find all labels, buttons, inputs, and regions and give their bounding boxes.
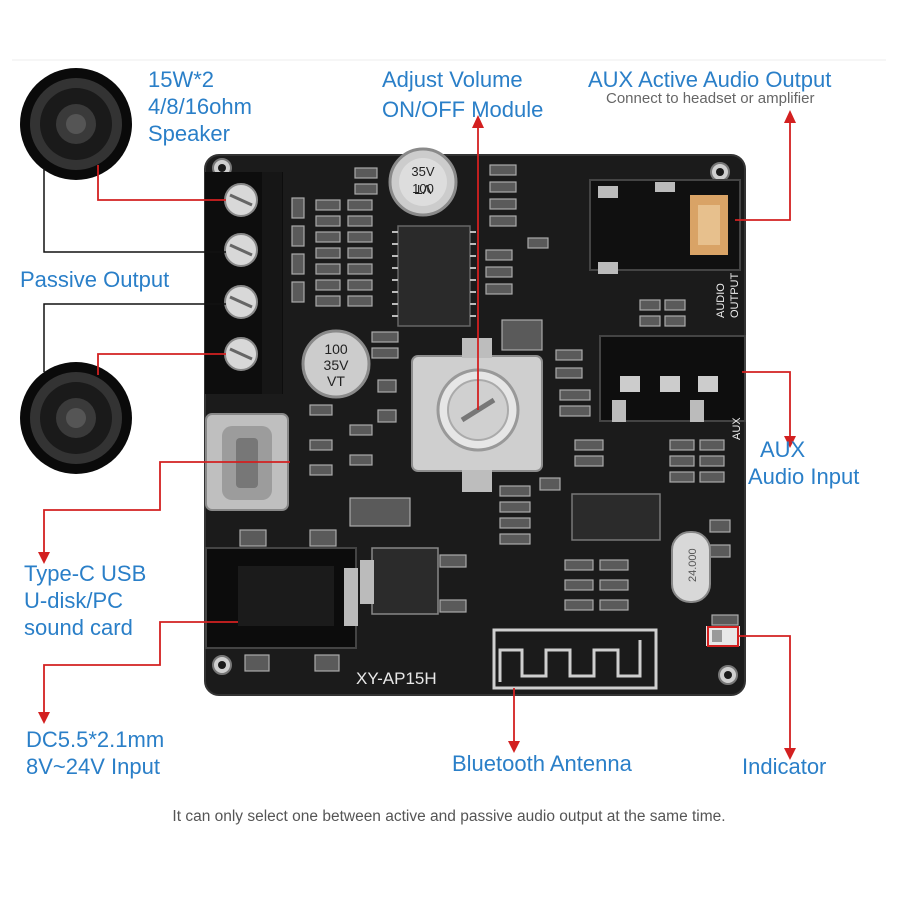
volume-label: Adjust Volume ON/OFF Module (382, 66, 543, 123)
aux-output-jack (589, 179, 741, 274)
aux-silk: AUX (731, 417, 743, 440)
bluetooth-antenna-trace (492, 628, 658, 690)
cap-small-label-0: 100 (324, 341, 348, 357)
usb-line-2: U-disk/PC (24, 588, 124, 613)
speaker-top-icon (20, 68, 132, 180)
audio-output-silk-1: OUTPUT (729, 273, 741, 319)
indicator-led (706, 626, 740, 647)
capacitor-small (301, 329, 371, 399)
usb-line-1: Type-C USB (24, 561, 147, 586)
speaker-terminal-block (205, 172, 283, 394)
bluetooth-antenna-label: Bluetooth Antenna (452, 751, 632, 776)
dc-line-1: DC5.5*2.1mm (26, 727, 165, 752)
pointer-lines (43, 120, 791, 752)
crystal-oscillator (671, 531, 711, 603)
cap-top-label-2: 100 (412, 181, 434, 196)
cap-top-label-1: 35V (411, 164, 434, 179)
aux-input-label: AUX Audio Input (748, 436, 859, 490)
cap-small-label-2: VT (327, 373, 345, 389)
speaker-spec-line-1: 15W*2 (148, 67, 215, 92)
speaker-spec-line-2: 4/8/16ohm (148, 94, 252, 119)
bluetooth-chip (571, 493, 661, 541)
volume-line-2: ON/OFF Module (382, 97, 544, 122)
dc-input-label: DC5.5*2.1mm 8V~24V Input (26, 726, 164, 780)
cap-small-label-1: 35V (324, 357, 350, 373)
dc-barrel-jack (205, 547, 358, 649)
aux-input-line-1: AUX (760, 437, 806, 462)
amplifier-ic (392, 225, 476, 327)
voltage-regulator (360, 547, 439, 615)
volume-line-1: Adjust Volume (382, 67, 523, 92)
audio-output-silk-0: AUDIO (715, 283, 727, 318)
aux-input-line-2: Audio Input (748, 464, 860, 489)
passive-output-label: Passive Output (20, 267, 170, 292)
footer-note: It can only select one between active an… (172, 808, 726, 825)
dc-line-2: 8V~24V Input (26, 754, 160, 779)
capacitor-top: VT (388, 147, 458, 217)
aux-output-sublabel: Connect to headset or amplifier (606, 90, 815, 107)
indicator-label: Indicator (742, 754, 827, 779)
usb-line-3: sound card (24, 615, 133, 640)
aux-output-label: AUX Active Audio Output (588, 67, 832, 92)
speaker-bottom-icon (20, 362, 132, 474)
speaker-spec-line-3: Speaker (148, 121, 230, 146)
crystal-label: 24.000 (687, 548, 699, 582)
smd-resistors (239, 164, 739, 672)
board-model-label: XY-AP15H (356, 669, 437, 688)
speaker-spec-label: 15W*2 4/8/16ohm Speaker (148, 66, 252, 147)
svg-text:VT: VT (415, 182, 432, 197)
usb-label: Type-C USB U-disk/PC sound card (24, 560, 146, 641)
aux-input-jack (599, 335, 746, 422)
speaker-wires (43, 168, 226, 372)
volume-encoder (411, 338, 543, 492)
arrow-heads (38, 110, 796, 760)
